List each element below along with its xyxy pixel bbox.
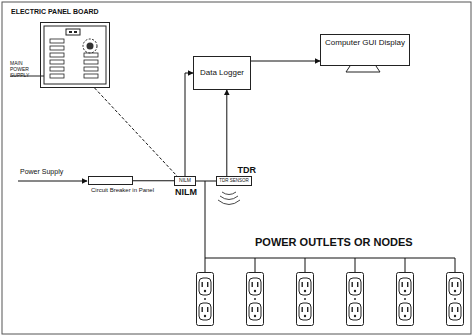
breaker [84,74,98,78]
outlet-drops [205,258,455,272]
outlet-drop [355,258,356,272]
breaker [50,74,64,78]
panel-meter [66,29,80,35]
breaker [50,53,64,57]
breaker [84,53,98,57]
node-text: NILM [179,178,191,184]
breaker-rows [50,39,98,78]
sensor-box: TDR SENSORTDR [216,176,252,186]
panel-door [44,26,106,84]
supply-note: MAIN POWER SUPPLY [10,61,40,78]
monitor-stand [346,66,380,72]
node-text: Data Logger [200,68,244,77]
outlet-drop [205,258,206,272]
meter-digit [69,31,72,33]
outlet [297,273,314,326]
supply-arrow [18,181,87,182]
outlet [347,273,364,326]
node-text: ELECTRIC PANEL BOARD [11,8,99,16]
signal-wire [251,61,320,62]
sensor-waves [218,192,240,205]
breaker [84,60,98,64]
supply-label: Power Supply [20,168,63,176]
outlet-drop [405,258,406,272]
process-box: Data Logger [193,56,251,90]
signal-wire [196,181,216,182]
breaker [84,67,98,71]
node-heading: NILM [175,187,197,197]
node-text: TDR SENSOR [219,178,249,183]
node-heading: TDR [237,165,256,175]
outlet-drop [455,258,456,272]
outlet-bus [205,181,455,258]
display-box: Computer GUI Display [320,34,410,66]
panel-board: ELECTRIC PANEL BOARD [40,22,110,88]
breaker [50,67,64,71]
callout-circle [83,39,97,53]
callout-leader [95,88,177,176]
meter-digit [74,31,77,33]
frame [2,2,471,334]
panel-illustration [44,26,106,84]
breaker [50,60,64,64]
selected-breaker [87,43,94,50]
outlets [197,273,464,326]
breaker [50,46,64,50]
breaker-box: Circuit Breaker in Panel [88,176,133,185]
signal-wire [226,90,227,176]
meter-box: NILMNILM [174,176,196,186]
node-text: Computer GUI Display [321,35,409,50]
outlet [397,273,414,326]
outlet [247,273,264,326]
group-title: POWER OUTLETS OR NODES [255,236,413,249]
outlet-drop [255,258,256,272]
outlet-drop [305,258,306,272]
outlet [447,273,464,326]
node-text: Circuit Breaker in Panel [91,187,154,194]
signal-wire [185,73,193,176]
outlet [197,273,214,326]
breaker [50,39,64,43]
signal-wire [133,180,174,181]
